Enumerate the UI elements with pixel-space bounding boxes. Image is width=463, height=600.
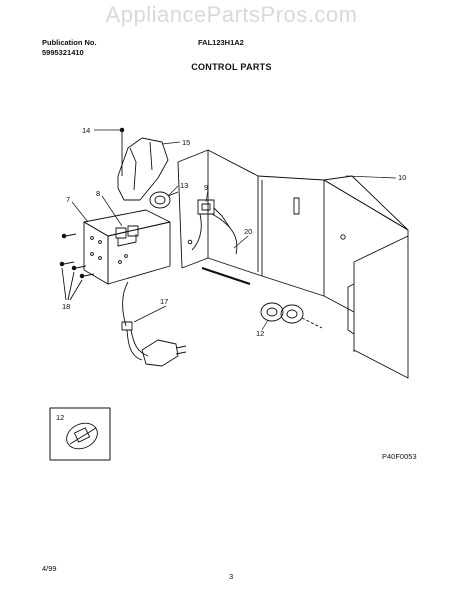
- callout-20: 20: [244, 227, 252, 236]
- figure-code: P40F0053: [382, 452, 417, 461]
- inset-box: [49, 407, 111, 461]
- screws-18: [59, 233, 95, 301]
- callout-13: 13: [180, 181, 188, 190]
- callout-9: 9: [204, 183, 208, 192]
- publication-label: Publication No.: [42, 38, 97, 47]
- callout-15: 15: [182, 138, 190, 147]
- power-cord-17: [121, 281, 187, 367]
- capacitor-13: [149, 191, 179, 209]
- section-title: CONTROL PARTS: [191, 62, 272, 72]
- publication-number: 5995321410: [42, 48, 84, 57]
- callout-12-inset: 12: [56, 413, 64, 422]
- callout-18: 18: [62, 302, 70, 311]
- callout-10: 10: [398, 173, 406, 182]
- knobs-12: [260, 302, 323, 329]
- callout-7: 7: [66, 195, 70, 204]
- model-number: FAL123H1A2: [198, 38, 244, 47]
- control-box-7: [83, 209, 171, 285]
- callout-14: 14: [82, 126, 90, 135]
- bracket-15: [117, 137, 169, 201]
- watermark: AppliancePartsPros.com: [105, 2, 358, 27]
- switch-9: [197, 199, 231, 229]
- callout-8: 8: [96, 189, 100, 198]
- callout-12: 12: [256, 329, 264, 338]
- footer-date: 4/99: [42, 564, 57, 573]
- screw-14: [119, 127, 125, 176]
- leader-lines: [71, 129, 397, 331]
- callout-17: 17: [160, 297, 168, 306]
- control-housing: [177, 149, 409, 379]
- page-number: 3: [229, 572, 234, 581]
- wire-harness-20: [191, 213, 251, 286]
